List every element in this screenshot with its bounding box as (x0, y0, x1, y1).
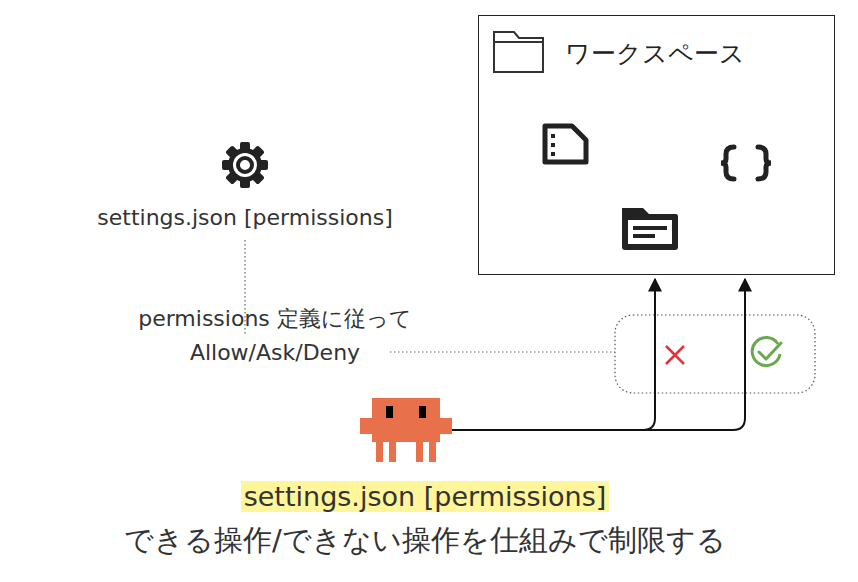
label-wrap: permissions 定義に従って Allow/Ask/Deny (85, 302, 465, 370)
node-title: ワークスペース (565, 37, 745, 70)
folder-icon (494, 32, 543, 72)
leader-line (390, 351, 615, 352)
access-arrow (643, 279, 745, 430)
agent-icon (360, 398, 452, 462)
caption: できる操作/できない操作を仕組みで制限する (0, 520, 850, 560)
folder-doc-icon (622, 208, 678, 250)
gear-icon (222, 142, 268, 188)
label-wrap: settings.json [permissions] (0, 479, 850, 515)
permission-note: permissions 定義に従って Allow/Ask/Deny (138, 306, 412, 365)
permission-box (615, 315, 815, 393)
deny-mark (666, 346, 684, 364)
braces-icon (721, 147, 771, 179)
label-wrap: settings.json [permissions] (45, 203, 445, 233)
access-arrow (452, 279, 655, 430)
highlight-label: settings.json [permissions] (241, 481, 610, 512)
settings-label: settings.json [permissions] (97, 205, 392, 230)
workspace-box: ワークスペース (478, 15, 835, 275)
file-icon (545, 126, 586, 162)
allow-mark (752, 338, 781, 366)
